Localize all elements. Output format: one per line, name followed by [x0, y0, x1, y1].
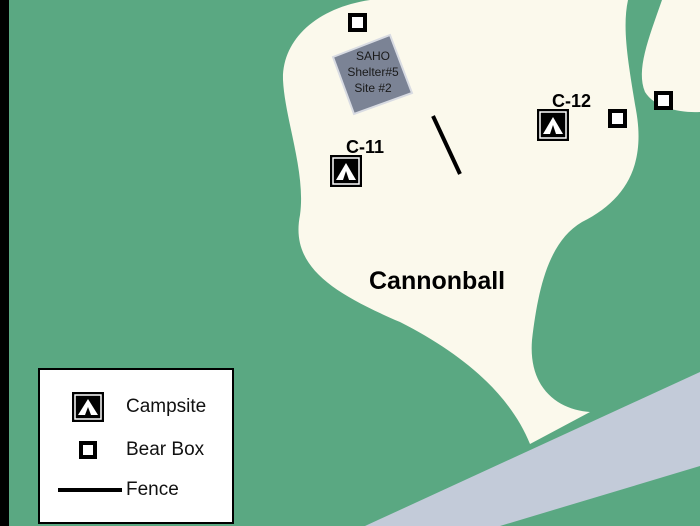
tent-icon — [72, 392, 104, 422]
legend-label-fence: Fence — [126, 479, 179, 500]
legend-item-fence: Fence — [40, 475, 232, 505]
shelter-line-2: Shelter#5 — [347, 65, 399, 79]
legend-item-campsite: Campsite — [40, 392, 232, 422]
campsite-c-12[interactable]: C-12 — [537, 91, 591, 141]
legend-label-bear-box: Bear Box — [126, 439, 205, 460]
campsite-label-c-11: C-11 — [346, 137, 384, 157]
map-border — [0, 0, 9, 526]
road — [365, 372, 700, 526]
campsite-label-c-12: C-12 — [552, 91, 591, 111]
campsite-c-11[interactable]: C-11 — [330, 137, 384, 187]
area-name: Cannonball — [369, 267, 505, 295]
legend-item-bear-box: Bear Box — [40, 435, 232, 465]
saho-shelter — [331, 33, 414, 116]
side-clearing — [641, 0, 700, 113]
shelter-line-3: Site #2 — [354, 81, 392, 95]
fence-line-icon — [58, 488, 122, 492]
map-legend: Campsite Bear Box Fence — [38, 368, 234, 524]
tent-icon — [330, 155, 362, 187]
bear-box-icon — [654, 91, 673, 110]
fence — [431, 115, 462, 175]
bear-box-icon — [608, 109, 627, 128]
legend-label-campsite: Campsite — [126, 396, 207, 417]
tent-icon — [537, 109, 569, 141]
bear-box-icon — [79, 441, 97, 459]
bear-box-icon — [348, 13, 367, 32]
shelter-line-1: SAHO — [356, 49, 390, 63]
